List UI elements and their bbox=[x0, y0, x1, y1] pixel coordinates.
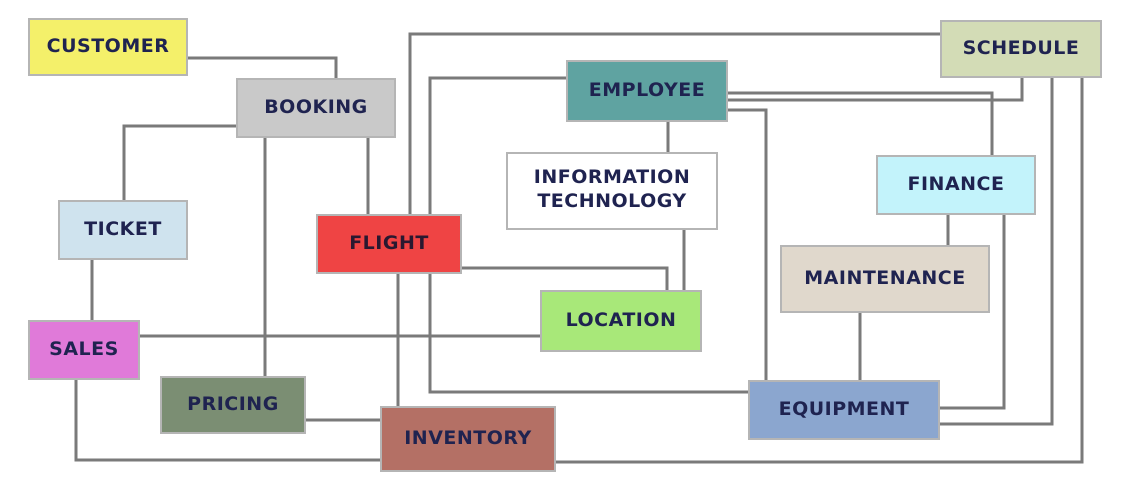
node-location-label: LOCATION bbox=[565, 309, 677, 332]
node-sales-label: SALES bbox=[49, 338, 119, 361]
node-flight: FLIGHT bbox=[316, 214, 462, 274]
node-schedule: SCHEDULE bbox=[940, 20, 1102, 78]
node-ticket: TICKET bbox=[58, 200, 188, 260]
node-pricing-label: PRICING bbox=[187, 393, 279, 416]
node-booking: BOOKING bbox=[236, 78, 396, 138]
link-schedule-equipment bbox=[940, 78, 1054, 426]
node-ticket-label: TICKET bbox=[84, 218, 162, 241]
node-maintenance-label: MAINTENANCE bbox=[804, 267, 966, 290]
link-employee-finance bbox=[728, 91, 994, 155]
node-maintenance: MAINTENANCE bbox=[780, 245, 990, 313]
node-inventory: INVENTORY bbox=[380, 406, 556, 472]
node-equipment-label: EQUIPMENT bbox=[778, 398, 910, 421]
link-flight-schedule bbox=[408, 32, 940, 214]
link-booking-ticket bbox=[122, 124, 236, 200]
node-information-technology-label: INFORMATION TECHNOLOGY bbox=[533, 166, 691, 212]
node-customer-label: CUSTOMER bbox=[46, 35, 170, 58]
node-finance-label: FINANCE bbox=[907, 173, 1005, 196]
link-schedule-inventory bbox=[556, 78, 1084, 464]
node-customer: CUSTOMER bbox=[28, 18, 188, 76]
link-sales-inventory bbox=[74, 380, 380, 462]
node-information-technology: INFORMATION TECHNOLOGY bbox=[506, 152, 718, 230]
node-location: LOCATION bbox=[540, 290, 702, 352]
node-employee: EMPLOYEE bbox=[566, 60, 728, 122]
link-customer-booking bbox=[188, 56, 338, 78]
node-schedule-label: SCHEDULE bbox=[962, 37, 1080, 60]
node-equipment: EQUIPMENT bbox=[748, 380, 940, 440]
node-inventory-label: INVENTORY bbox=[404, 427, 532, 450]
link-flight-location bbox=[462, 266, 669, 290]
node-flight-label: FLIGHT bbox=[349, 232, 429, 255]
node-sales: SALES bbox=[28, 320, 140, 380]
node-booking-label: BOOKING bbox=[264, 96, 368, 119]
node-pricing: PRICING bbox=[160, 376, 306, 434]
link-employee-equipment bbox=[728, 108, 768, 380]
node-finance: FINANCE bbox=[876, 155, 1036, 215]
node-employee-label: EMPLOYEE bbox=[588, 79, 706, 102]
link-employee-schedule bbox=[728, 78, 1024, 102]
